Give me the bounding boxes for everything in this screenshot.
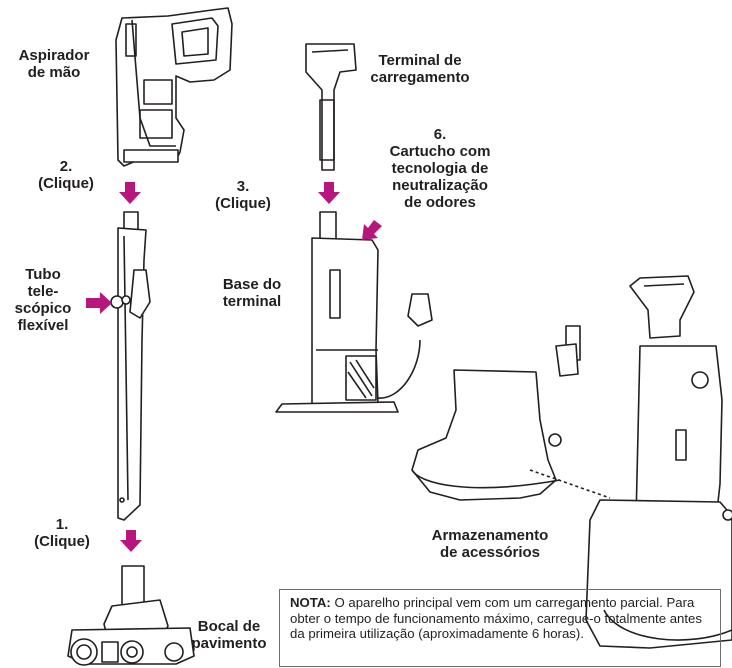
step3-label: 3. (Clique)	[215, 178, 271, 212]
note-prefix: NOTA:	[290, 595, 331, 610]
nozzle-label: Bocal de pavimento	[191, 618, 267, 652]
dock-base-drawing	[275, 211, 433, 413]
step1-label: 1. (Clique)	[34, 516, 90, 550]
arrow-wand	[86, 292, 112, 314]
accessory-storage-drawing	[411, 275, 732, 649]
wand-label: Tubo tele- scópico flexível	[14, 266, 72, 334]
step6-label: 6. Cartucho com tecnologia de neutraliza…	[389, 126, 491, 211]
handheld-label: Aspirador de mão	[18, 47, 90, 81]
arrow-step3	[318, 182, 340, 204]
dock-terminal-label: Terminal de carregamento	[370, 52, 470, 86]
arrow-step1	[120, 530, 142, 552]
direction-arrows	[86, 182, 382, 552]
note-box: NOTA: O aparelho principal vem com um ca…	[279, 589, 721, 667]
dock-base-label: Base do terminal	[222, 276, 282, 310]
storage-label: Armazenamento de acessórios	[431, 527, 549, 561]
note-text: O aparelho principal vem com um carregam…	[290, 595, 702, 641]
floor-nozzle-drawing	[67, 565, 195, 666]
arrow-step6	[362, 220, 382, 240]
arrow-step2	[119, 182, 141, 204]
extension-wand-drawing	[110, 211, 151, 521]
step2-label: 2. (Clique)	[38, 158, 94, 192]
handheld-vacuum-drawing	[115, 7, 233, 167]
dock-terminal-drawing	[305, 43, 357, 171]
